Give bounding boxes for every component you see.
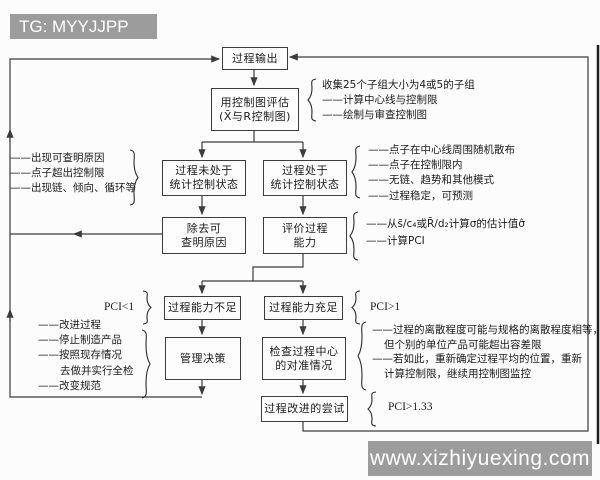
note-line: ——过程的离散程度可能与规格的离散程度相等， [372,324,600,336]
box-label: 管理决策 [180,351,226,365]
box-in-statistical-control: 过程处于 统计控制状态 [263,160,347,196]
note-sufficient-explanation: ——过程的离散程度可能与规格的离散程度相等， 但个别的单位产品可能超出容差限 —… [372,323,600,381]
note-line: ——过程稳定，可预测 [368,189,473,202]
brace-left-icon [367,391,377,427]
brace-right-icon [142,290,152,325]
box-evaluate-with-control-chart: 用控制图评估 (X̄与R控制图) [211,88,299,131]
note-line: ——绘制与审查控制图 [322,109,427,122]
label-pci-greater-than-1-33: PCI>1.33 [388,401,433,413]
watermark-bottom-text: www.xizhiyuexing.com [369,446,591,470]
brace-left-icon [357,321,367,391]
watermark-top-banner: TG: MYYJJPP [10,14,157,39]
box-label: 的对准情况 [275,358,333,372]
box-capability-sufficient: 过程能力充足 [264,296,343,320]
note-line: ——无链、趋势和其他模式 [368,174,494,187]
brace-right-icon [141,329,151,399]
brace-left-icon [349,211,359,261]
brace-left-icon [307,78,317,122]
label-pci-greater-than-1: PCI>1 [370,301,401,313]
box-process-output: 过程输出 [222,47,288,70]
box-label: 统计控制状态 [270,178,340,191]
box-label: (X̄与R控制图) [219,109,291,123]
box-remove-assignable-causes: 除去可 查明原因 [162,217,246,254]
box-label: 过程处于 [282,164,328,177]
note-insufficient-actions: ——改进过程 ——停止制造产品 ——按照现存情况 去做并实行全检 ——改变规范 [38,318,134,394]
note-line: 收集25个子组大小为4或5的子组 [322,79,475,91]
box-label: 过程未处于 [175,164,233,177]
brace-left-icon [351,290,361,325]
box-evaluate-process-capability: 评价过程 能力 [263,217,347,254]
box-capability-insufficient: 过程能力不足 [164,296,241,320]
watermark-top-text: TG: MYYJJPP [19,16,129,36]
note-line: ——点子在中心线周围随机散布 [368,144,515,156]
note-line: 去做并实行全检 [60,364,134,377]
brace-left-icon [351,145,361,199]
note-line: ——计算PCI [366,235,425,247]
note-line: ——计算中心线与控制限 [322,94,438,107]
box-label: 检查过程中心 [269,344,339,358]
box-management-decision: 管理决策 [165,337,241,380]
box-label: 统计控制状态 [169,178,239,191]
box-label: 查明原因 [181,235,227,249]
note-line: ——停止制造产品 [38,334,122,347]
note-out-of-control-signs: ——出现可查明原因 ——点子超出控制限 ——出现链、倾向、循环等 [10,151,136,197]
note-line: ——出现链、倾向、循环等 [10,182,136,195]
note-in-control-signs: ——点子在中心线周围随机散布 ——点子在控制限内 ——无链、趋势和其他模式 ——… [368,143,515,204]
box-process-improvement-attempt: 过程改进的尝试 [261,396,348,422]
note-line: ——若如此，重新确定过程平均的位置，重新 [372,353,582,366]
note-line: ——从s̄/c₄或R̄/d₂计算σ的估计值σ̂ [366,218,526,230]
box-label: 过程能力充足 [269,301,338,314]
note-line: 但个别的单位产品可能超出容差限 [384,338,542,351]
note-line: 计算控制限，继续用控制图监控 [384,367,531,380]
box-label: 过程改进的尝试 [264,402,345,415]
box-check-process-centering: 检查过程中心 的对准情况 [262,337,346,380]
note-capability-calculation: ——从s̄/c₄或R̄/d₂计算σ的估计值σ̂ ——计算PCI [366,216,525,250]
box-label: 用控制图评估 [220,95,290,109]
label-pci-less-than-1: PCI<1 [104,301,135,313]
note-line: ——出现可查明原因 [10,152,105,164]
box-label: 能力 [293,235,317,249]
box-not-in-statistical-control: 过程未处于 统计控制状态 [162,160,246,196]
box-label: 评价过程 [282,221,328,235]
note-line: ——改变规范 [38,379,101,392]
note-line: ——点子在控制限内 [368,159,463,172]
watermark-bottom-banner: www.xizhiyuexing.com [368,441,592,476]
box-label: 过程能力不足 [168,301,237,314]
note-line: ——改进过程 [38,319,101,331]
note-line: ——点子超出控制限 [10,167,105,180]
box-label: 除去可 [186,221,222,235]
note-collect-subgroups: 收集25个子组大小为4或5的子组 ——计算中心线与控制限 ——绘制与审查控制图 [322,78,475,124]
note-line: ——按照现存情况 [38,349,122,362]
box-label: 过程输出 [232,51,278,65]
